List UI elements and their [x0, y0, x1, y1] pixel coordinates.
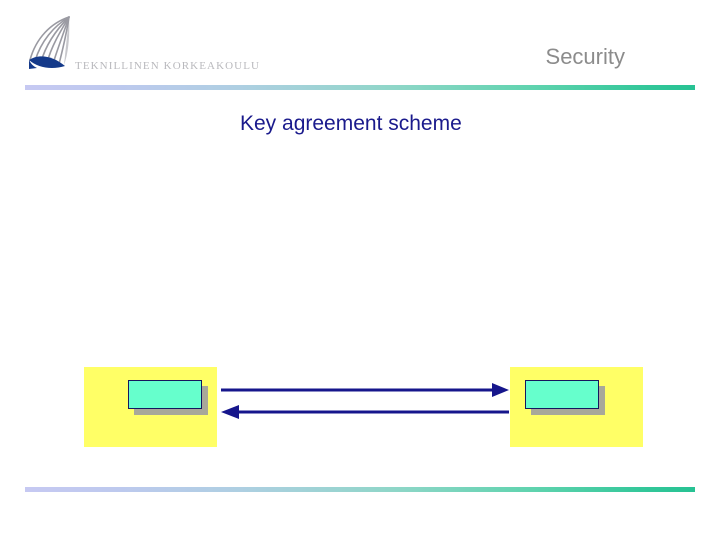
institution-name: TEKNILLINEN KORKEAKOULU [75, 60, 261, 72]
page-title: Key agreement scheme [240, 112, 462, 135]
header-divider [25, 85, 695, 90]
section-title: Security [545, 44, 625, 69]
arrow-forward-right [221, 383, 509, 397]
party-left-inner-box [128, 380, 202, 409]
footer-divider [25, 487, 695, 492]
party-right-inner-box [525, 380, 599, 409]
arrow-reverse-left [221, 405, 509, 419]
tkk-leaf-logo-icon [18, 14, 84, 78]
